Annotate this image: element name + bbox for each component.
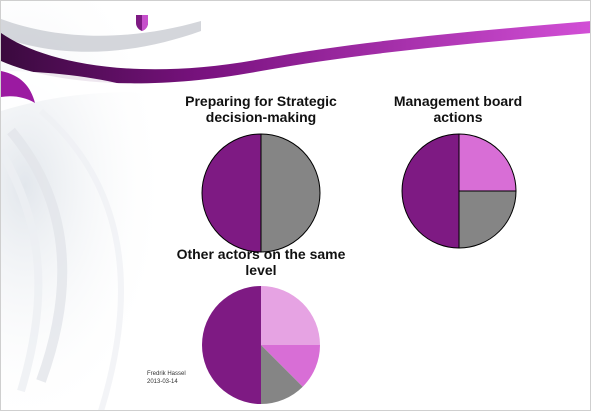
swoosh-lower-purple — [1, 71, 35, 103]
pie-3-slice-4 — [202, 286, 261, 404]
footer: Fredrik Hassel 2013-03-14 — [147, 370, 186, 386]
pie-3-slice-3 — [261, 345, 303, 404]
pie-2-slice-1 — [458, 133, 517, 192]
swoosh-gray-band — [1, 19, 201, 52]
swoosh-arc-3 — [39, 108, 124, 410]
swoosh-purple-band — [1, 21, 590, 84]
pie-2-slice-2 — [458, 190, 517, 249]
shield-logo-icon — [136, 15, 148, 31]
swoosh-arc-2 — [1, 149, 43, 393]
pie-3-title: Other actors on the same level — [176, 246, 346, 278]
pie-1-slice-1 — [260, 133, 321, 253]
pie-1-title: Preparing for Strategic decision-making — [185, 93, 337, 125]
pie-chart-2 — [401, 133, 517, 249]
pie-chart-3 — [202, 286, 320, 404]
pie-2-title: Management board actions — [393, 93, 523, 125]
pie-2-slice-3 — [401, 133, 460, 249]
pie-1-slice-2 — [201, 133, 262, 253]
footer-author: Fredrik Hassel — [147, 371, 186, 377]
footer-date: 2013-03-14 — [147, 379, 178, 385]
swoosh-white-band — [1, 71, 151, 111]
pie-3-slice-2 — [261, 345, 320, 387]
swoosh-arc-1 — [7, 127, 68, 383]
pie-chart-1 — [201, 133, 321, 253]
pie-3-slice-1 — [261, 286, 320, 345]
